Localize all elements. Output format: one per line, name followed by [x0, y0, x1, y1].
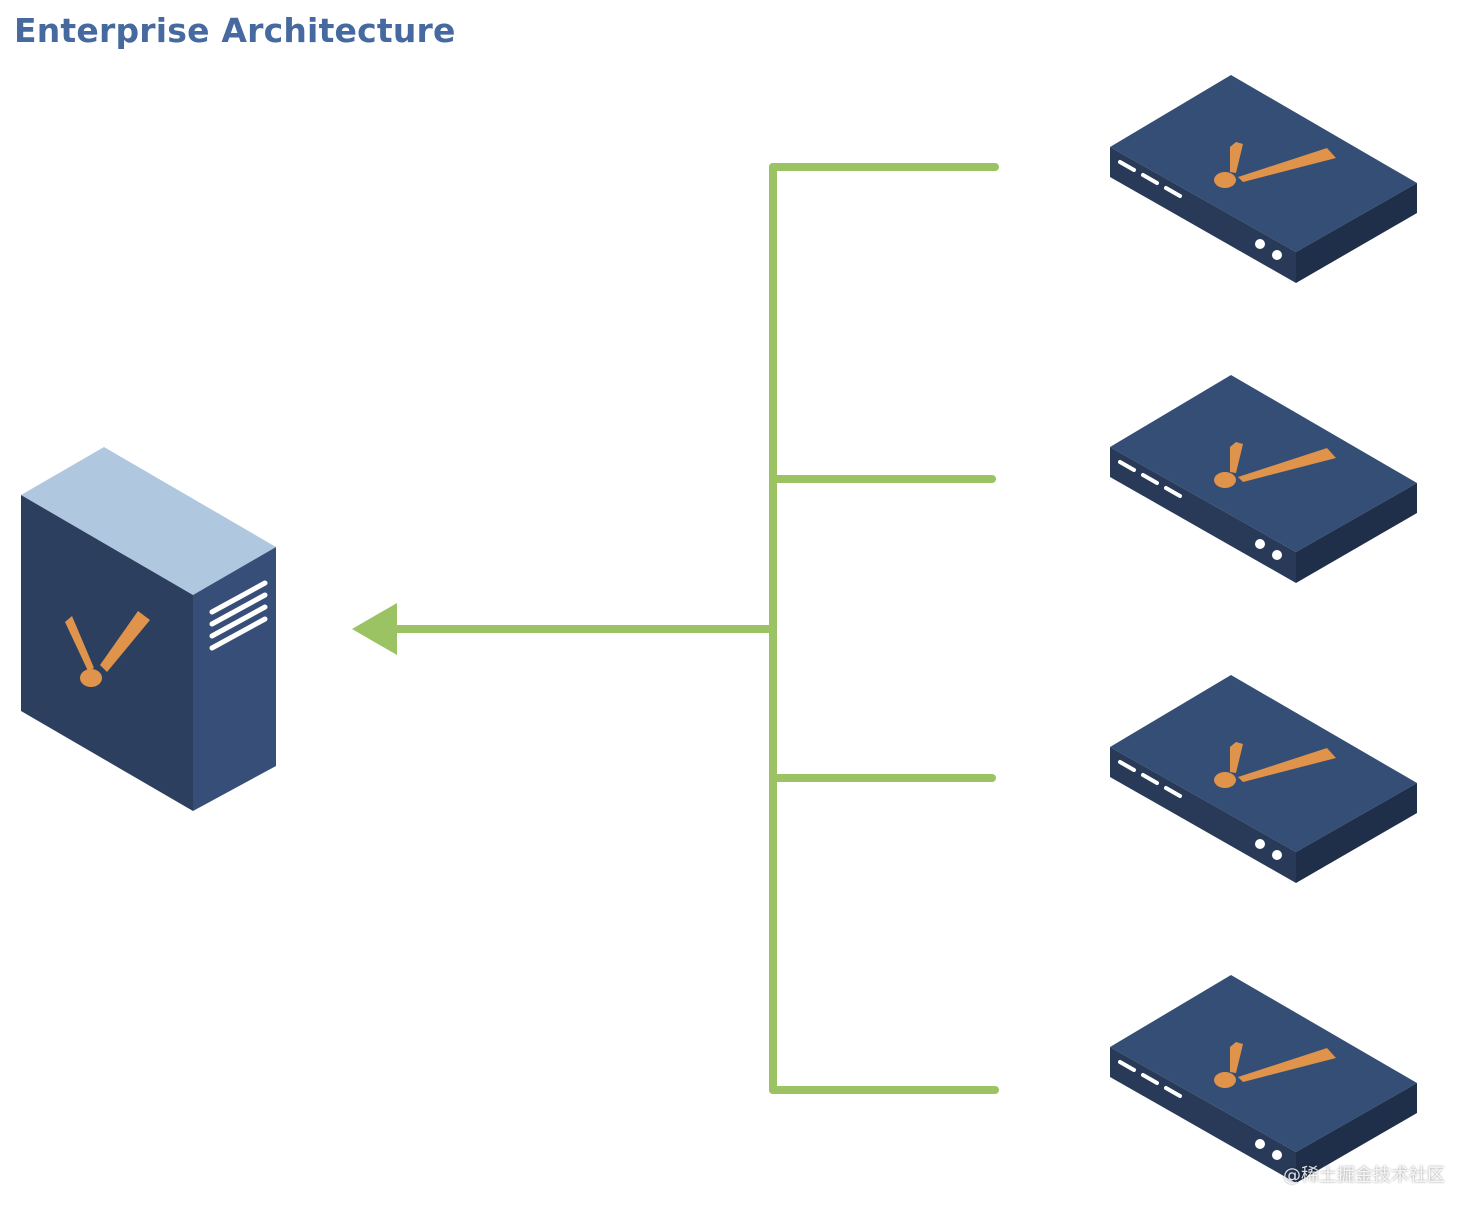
appliance-icon	[1108, 973, 1419, 1185]
appliance-icon	[1108, 73, 1419, 285]
watermark: @稀土掘金技术社区	[1283, 1165, 1445, 1186]
arrowhead-icon	[352, 603, 397, 655]
appliances	[1108, 73, 1419, 1185]
server-tower-icon	[21, 447, 276, 811]
page-title: Enterprise Architecture	[14, 11, 456, 50]
appliance-icon	[1108, 373, 1419, 585]
appliance-icon	[1108, 673, 1419, 885]
connector	[388, 163, 999, 1094]
